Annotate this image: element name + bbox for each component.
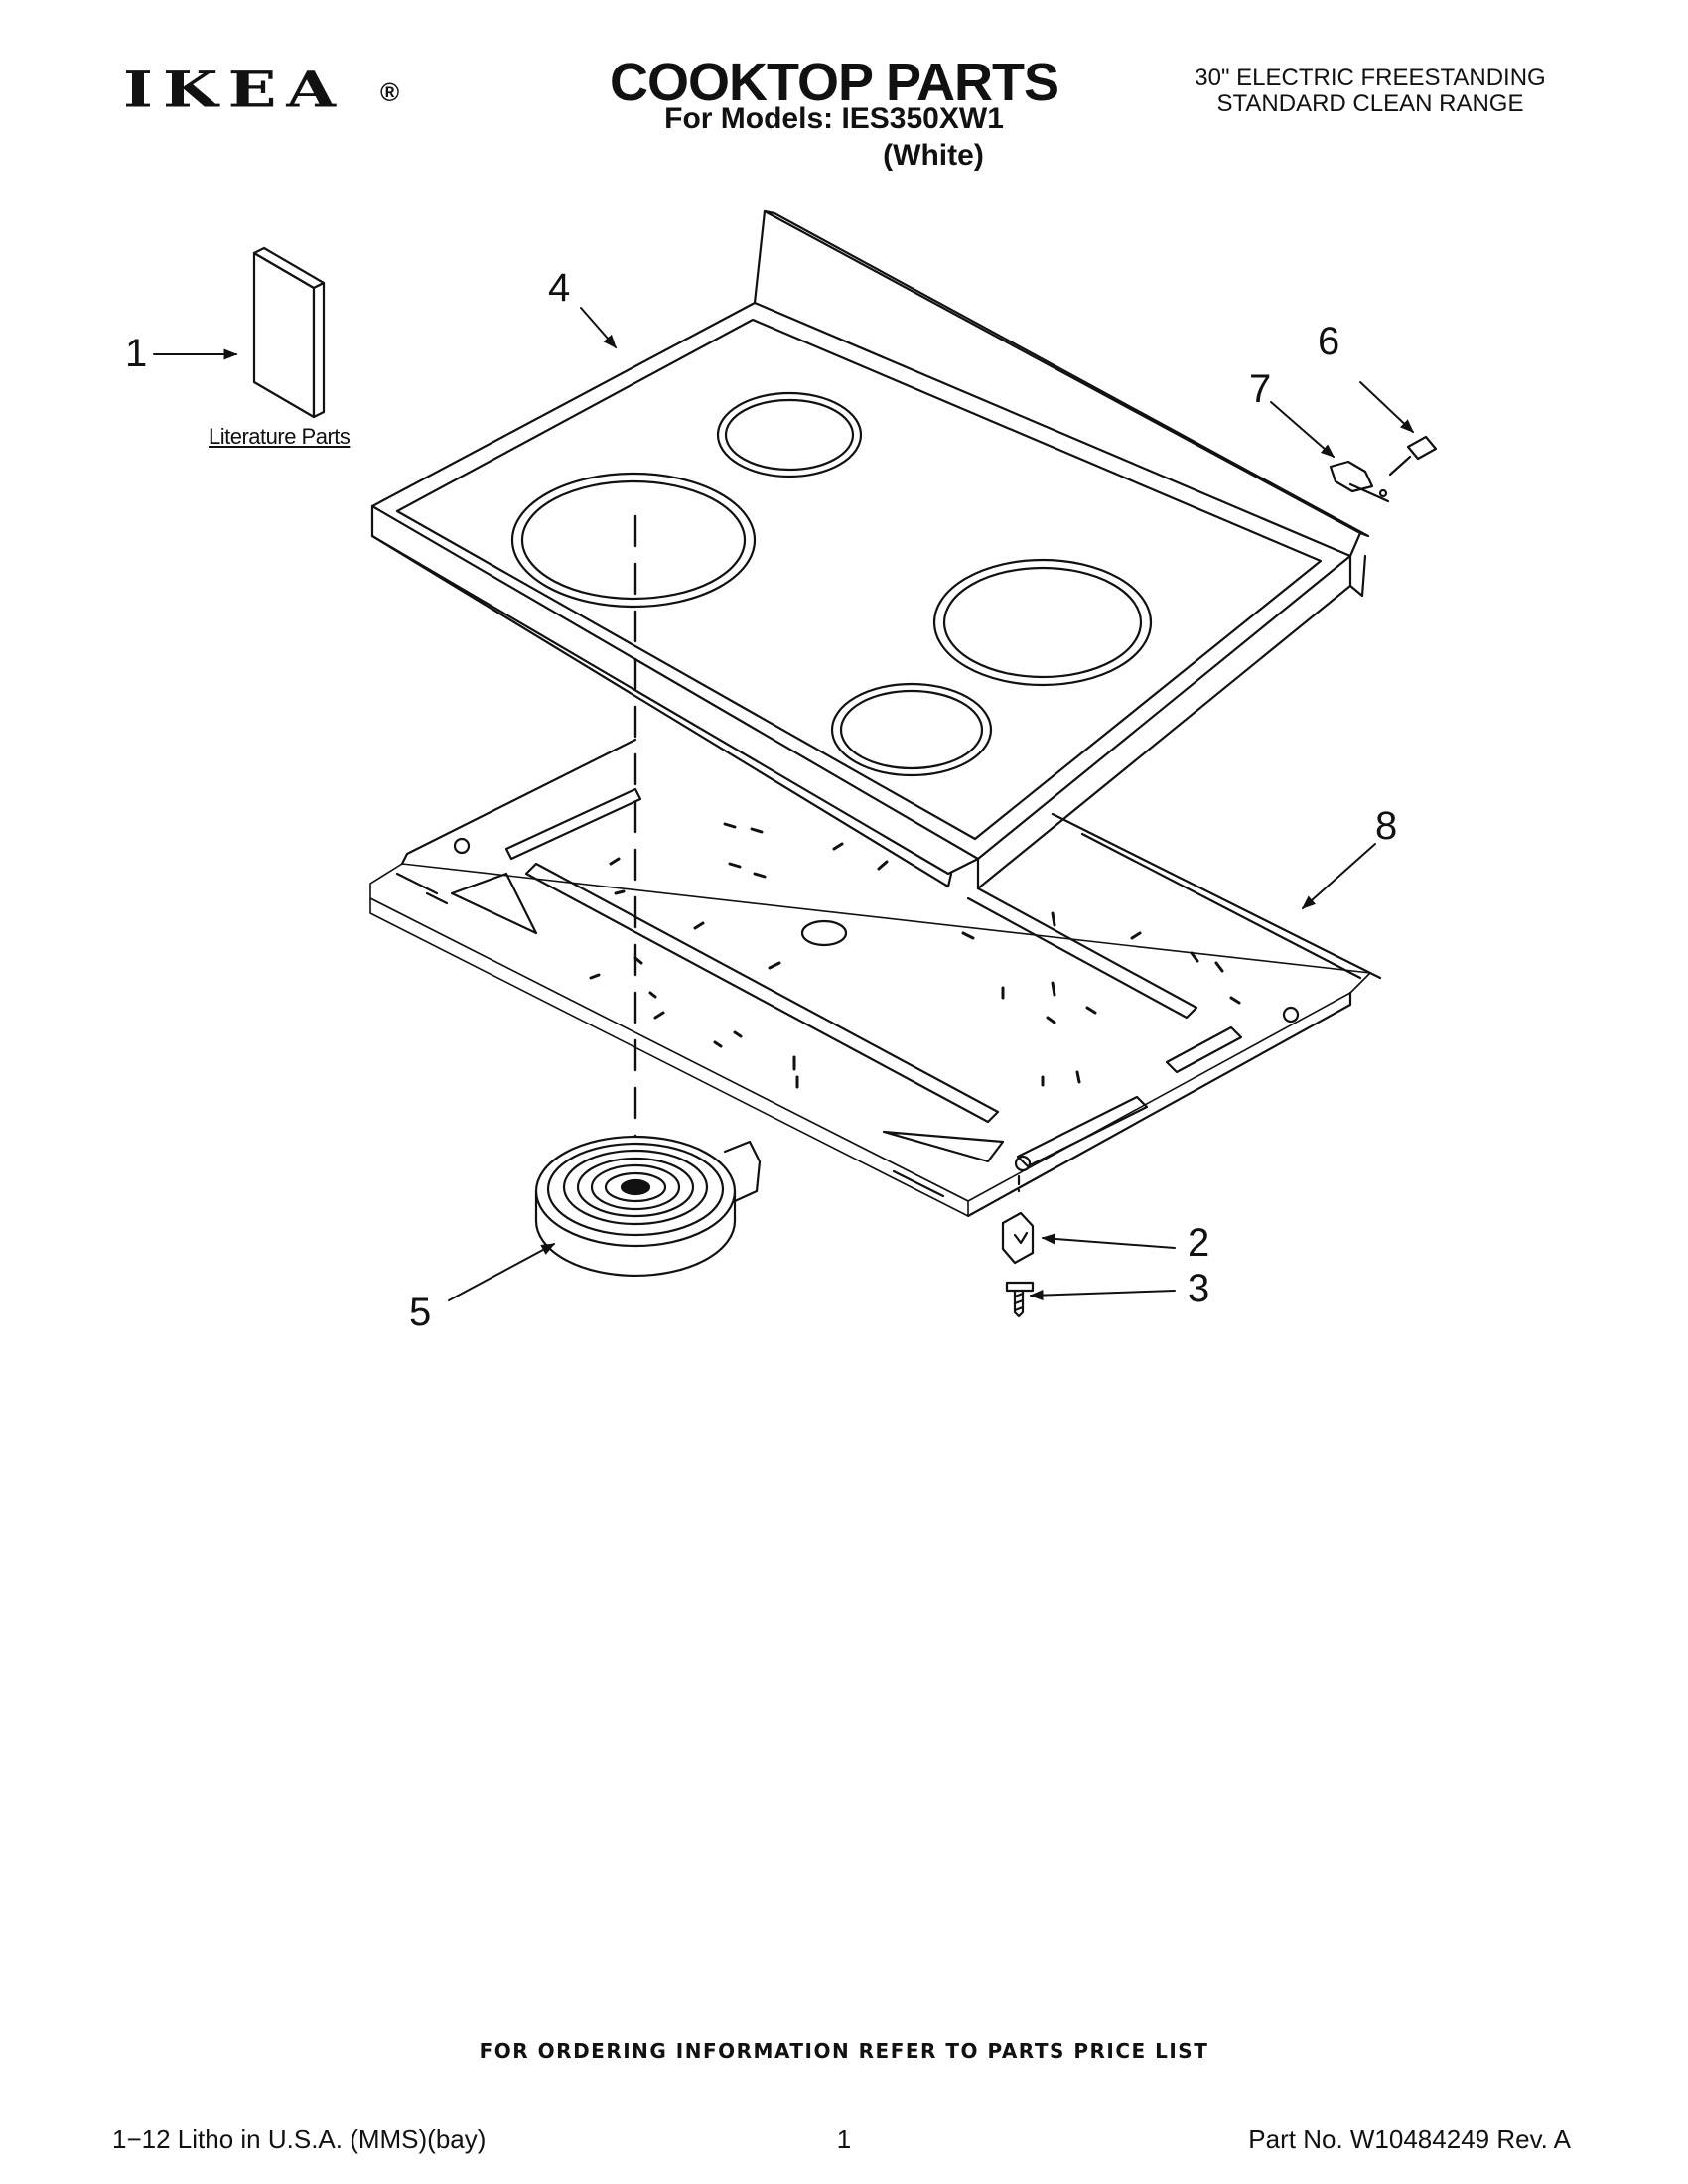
literature-parts-booklet xyxy=(252,246,326,419)
surface-element-right-rear xyxy=(932,558,1153,687)
limit-switch-assembly xyxy=(1329,435,1438,503)
callout-1: 1 xyxy=(125,332,148,375)
radiant-surface-element xyxy=(534,1135,762,1278)
ordering-info-note: FOR ORDERING INFORMATION REFER TO PARTS … xyxy=(479,2039,1209,2063)
part-number: Part No. W10484249 Rev. A xyxy=(1248,2124,1571,2154)
surface-element-left-rear xyxy=(716,391,863,478)
ikea-logo: IKEA xyxy=(123,61,346,119)
cooktop-glass-top xyxy=(370,209,1370,890)
product-line-1: 30" ELECTRIC FREESTANDING xyxy=(1195,65,1546,91)
callout-2: 2 xyxy=(1188,1221,1210,1265)
litho-note: 1−12 Litho in U.S.A. (MMS)(bay) xyxy=(112,2124,487,2154)
model-variant: (White) xyxy=(883,139,984,172)
surface-element-right-front xyxy=(830,682,993,777)
callout-3: 3 xyxy=(1188,1267,1210,1310)
registered-mark: ® xyxy=(380,77,400,107)
callout-5: 5 xyxy=(409,1291,432,1334)
callout-6: 6 xyxy=(1318,320,1340,363)
product-line-2: STANDARD CLEAN RANGE xyxy=(1216,90,1524,117)
page-number: 1 xyxy=(836,2124,852,2154)
mounting-screw xyxy=(1005,1281,1035,1318)
callout-4: 4 xyxy=(548,266,571,310)
burner-box-pan xyxy=(369,738,1382,1218)
callout-8: 8 xyxy=(1375,804,1398,848)
page-title: COOKTOP PARTS xyxy=(609,53,1059,112)
bracket-clip xyxy=(1001,1211,1035,1265)
callout-7: 7 xyxy=(1249,367,1272,411)
callout-leaders xyxy=(153,307,1415,1301)
literature-parts-label: Literature Parts xyxy=(209,424,351,449)
surface-element-left-front xyxy=(510,472,757,609)
models-line: For Models: IES350XW1 xyxy=(664,102,1004,135)
